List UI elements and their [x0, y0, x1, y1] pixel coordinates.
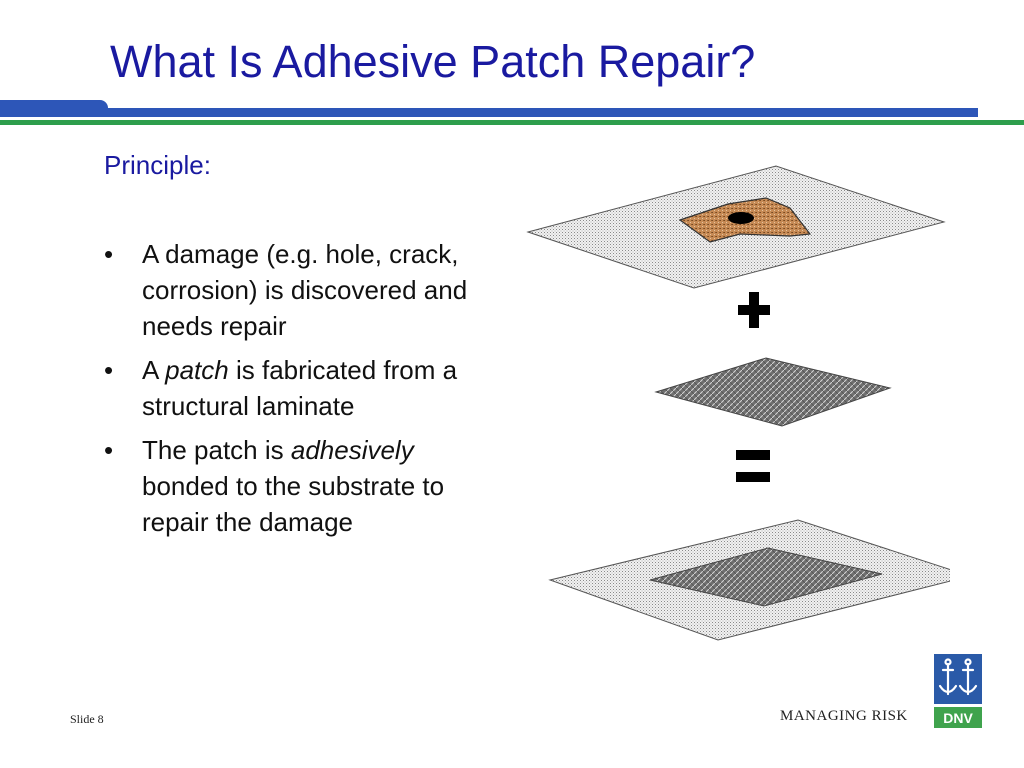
bullet-item-damage: • A damage (e.g. hole, crack, corrosion)… — [104, 236, 489, 344]
equals-icon — [736, 450, 770, 482]
bullet-emphasis: patch — [165, 355, 229, 385]
slide-title: What Is Adhesive Patch Repair? — [110, 36, 756, 87]
dnv-logo-text: DNV — [943, 710, 973, 726]
managing-risk-tagline: MANAGING RISK — [780, 708, 908, 724]
bullet-icon: • — [104, 239, 114, 269]
patch-icon — [654, 357, 892, 427]
slide-number: Slide 8 — [70, 712, 104, 726]
dnv-logo: DNV — [934, 654, 982, 728]
repaired-plate-icon — [548, 519, 950, 641]
header-rule-green — [0, 120, 1024, 125]
bullet-text-prefix: A — [142, 355, 166, 385]
principle-heading: Principle: — [104, 150, 211, 180]
bullet-icon: • — [104, 355, 114, 385]
bullet-item-bonding: • The patch is adhesively bonded to the … — [104, 432, 489, 540]
header-rule-blue — [0, 100, 1024, 117]
bullet-icon: • — [104, 435, 114, 465]
patch-repair-diagram — [526, 165, 950, 641]
bullet-text-suffix: is fabricated from a structural laminate — [142, 355, 458, 421]
bullet-text-suffix: bonded to the substrate to repair the da… — [142, 471, 445, 537]
damaged-plate-icon — [526, 165, 946, 289]
bullet-list: • A damage (e.g. hole, crack, corrosion)… — [104, 236, 489, 548]
bullet-item-patch: • A patch is fabricated from a structura… — [104, 352, 489, 424]
plus-icon — [738, 292, 770, 328]
bullet-text-prefix: The patch is — [142, 435, 291, 465]
bullet-text: A damage (e.g. hole, crack, corrosion) i… — [142, 239, 468, 341]
bullet-emphasis: adhesively — [290, 435, 414, 465]
